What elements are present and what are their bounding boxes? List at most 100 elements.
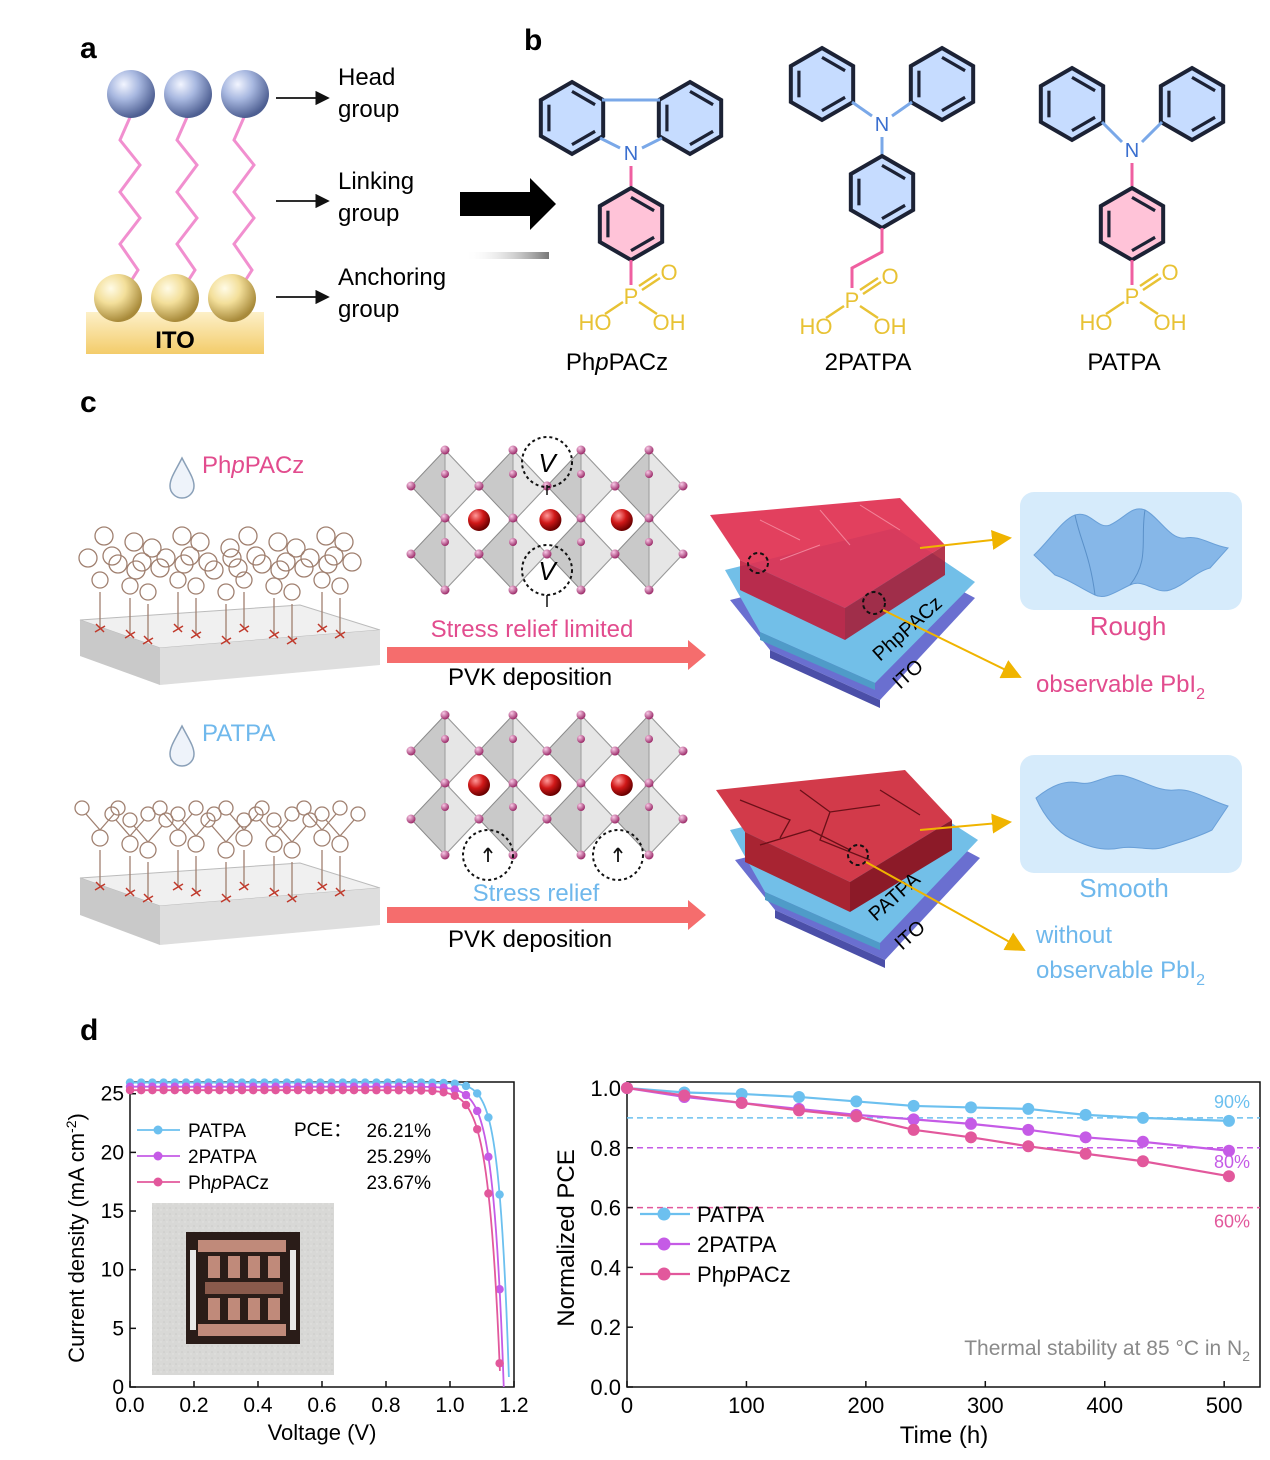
sam-molecule-ring [200, 812, 216, 828]
sam-substrate-bottom [79, 862, 381, 945]
stability-point [1079, 1108, 1092, 1121]
panel-label-d: d [80, 1014, 98, 1047]
halide-atom [577, 735, 585, 743]
reference-label: 90% [1214, 1092, 1250, 1112]
stability-x-tick-label: 300 [967, 1393, 1004, 1418]
sam-molecule-ring [104, 806, 120, 822]
pbi2-without-label: without [1035, 922, 1112, 949]
halide-atom [576, 850, 586, 860]
sam-molecule-ring [188, 800, 204, 816]
afm-rough [1020, 492, 1242, 610]
sam-molecule-ring [334, 532, 354, 552]
legend-label: PATPA [697, 1202, 765, 1227]
legend-marker [657, 1267, 671, 1281]
jv-curve-phppacz [130, 1089, 501, 1372]
a-site-cation [610, 509, 633, 531]
pce-value: 23.67% [367, 1173, 432, 1194]
sam-molecule-ring [172, 526, 192, 546]
anchor-sphere [94, 274, 142, 322]
jv-point [137, 1086, 146, 1095]
halide-atom [644, 445, 654, 455]
sam-molecule-ring [122, 812, 138, 828]
stability-point [850, 1095, 863, 1108]
nitrogen-atom: N [1125, 140, 1139, 162]
device-stack-top: PhpPACz ITO [710, 498, 975, 708]
jv-point [193, 1086, 202, 1095]
halide-atom [645, 470, 653, 478]
jv-point [372, 1086, 381, 1095]
sam-molecule-ring [108, 554, 128, 574]
jv-y-tick-label: 10 [101, 1259, 124, 1282]
sam-molecule-ring [102, 546, 122, 566]
jv-point [394, 1086, 403, 1095]
sam-molecule-ring [294, 558, 314, 578]
phppacz-label: PhpPACz [202, 452, 304, 479]
halide-atom [576, 778, 586, 788]
pbi2-without-label: observable PbI2 [1036, 957, 1205, 989]
head-sphere [107, 70, 155, 118]
pce-label: PCE： [294, 1120, 352, 1141]
stability-point [1022, 1140, 1035, 1153]
halide-atom [644, 778, 654, 788]
hydroxyl-label: OH [1154, 310, 1187, 335]
sam-molecule-ring [246, 546, 266, 566]
sam-molecule-ring [222, 548, 242, 568]
jv-point [383, 1086, 392, 1095]
legend-label: PhpPACz [697, 1262, 791, 1287]
anchor-sphere [208, 274, 256, 322]
jv-point [327, 1086, 336, 1095]
jv-point [293, 1086, 303, 1095]
sam-molecule-ring [296, 800, 312, 816]
svg-text:V: V [538, 556, 558, 586]
sam-molecule-ring [206, 806, 222, 822]
smooth-label: Smooth [1079, 873, 1169, 903]
jv-y-tick-label: 20 [101, 1141, 124, 1164]
reference-label: 80% [1214, 1152, 1250, 1172]
sam-molecule-ring [218, 800, 234, 816]
halide-atom [474, 746, 484, 756]
a-site-cation [610, 774, 633, 796]
stress-limited-label: Stress relief limited [431, 616, 634, 643]
linker-chains [118, 114, 256, 293]
sam-molecule-ring [350, 806, 366, 822]
molecule-name-phppacz: PhpPACz [566, 349, 668, 376]
jv-y-tick-label: 0 [112, 1376, 124, 1399]
sam-molecule-ring [78, 548, 98, 568]
stability-y-tick-label: 0.4 [590, 1255, 621, 1280]
halide-atom [440, 778, 450, 788]
halide-atom [440, 513, 450, 523]
pvk-deposition-label: PVK deposition [448, 664, 612, 691]
jv-point [181, 1086, 191, 1095]
sam-molecule-ring [91, 571, 109, 589]
stability-plot-frame [626, 1081, 1261, 1388]
sam-molecule-ring [170, 806, 186, 822]
halide-atom [678, 481, 688, 491]
halide-atom [610, 814, 620, 824]
halide-atom [610, 549, 620, 559]
jv-point [484, 1113, 493, 1122]
legend-label: 2PATPA [188, 1147, 257, 1168]
stability-point [964, 1131, 977, 1144]
jv-point [282, 1086, 291, 1095]
halide-atom [542, 746, 552, 756]
halide-atom [440, 710, 450, 720]
stability-point [792, 1090, 805, 1103]
jv-point [249, 1086, 258, 1095]
thermal-stability-annotation: Thermal stability at 85 °C in N2 [964, 1337, 1250, 1364]
sam-molecule-ring [91, 829, 109, 847]
nitrogen-atom: N [624, 143, 638, 165]
halide-atom [577, 470, 585, 478]
head-sphere [221, 70, 269, 118]
halide-atom [474, 814, 484, 824]
jv-point [316, 1086, 325, 1095]
sam-molecules-patpa [74, 800, 366, 903]
jv-point [305, 1086, 314, 1095]
head-group-label: Head [338, 64, 395, 91]
sam-molecule-ring [142, 538, 162, 558]
halide-atom [406, 549, 416, 559]
anchoring-group-label: group [338, 296, 399, 323]
sam-molecule-ring [217, 841, 235, 859]
